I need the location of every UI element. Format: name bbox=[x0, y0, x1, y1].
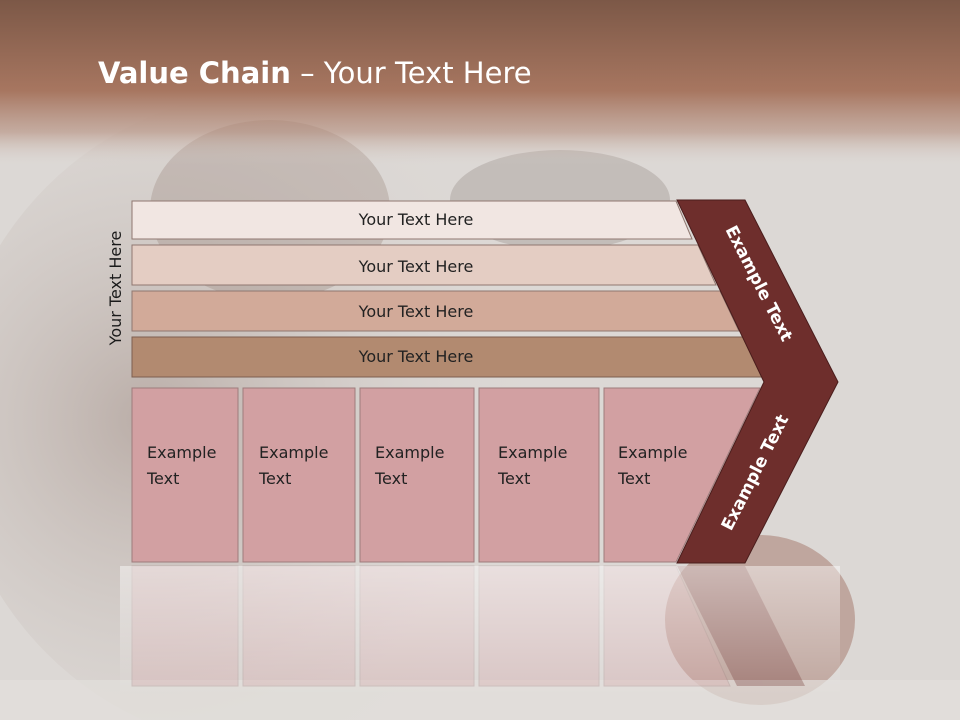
box-3-line2: Text bbox=[374, 469, 407, 488]
box-2-line1: Example bbox=[259, 443, 328, 462]
box-2-line2: Text bbox=[258, 469, 291, 488]
box-5-shape bbox=[603, 387, 761, 563]
chevron-arrow bbox=[676, 199, 839, 564]
box-3-shape bbox=[359, 387, 475, 563]
row-3-shape bbox=[131, 290, 740, 332]
row-2: Your Text Here bbox=[131, 244, 717, 286]
box-3-line1: Example bbox=[375, 443, 444, 462]
row-4-label: Your Text Here bbox=[358, 347, 474, 366]
row-1-label: Your Text Here bbox=[358, 210, 474, 229]
row-4: Your Text Here bbox=[131, 336, 763, 378]
row-2-shape bbox=[131, 244, 717, 286]
box-4: Example Text bbox=[478, 387, 600, 563]
row-3-label: Your Text Here bbox=[358, 302, 474, 321]
box-1-shape bbox=[131, 387, 239, 563]
box-1-line2: Text bbox=[146, 469, 179, 488]
box-4-line1: Example bbox=[498, 443, 567, 462]
slide-title: Value Chain – Your Text Here bbox=[98, 56, 532, 90]
box-2-shape bbox=[242, 387, 356, 563]
box-5-line1: Example bbox=[618, 443, 687, 462]
box-2: Example Text bbox=[242, 387, 356, 563]
side-label: Your Text Here bbox=[106, 231, 125, 347]
box-4-shape bbox=[478, 387, 600, 563]
box-4-line2: Text bbox=[497, 469, 530, 488]
row-1-shape bbox=[131, 200, 693, 240]
title-bold: Value Chain bbox=[98, 56, 291, 90]
row-1: Your Text Here bbox=[131, 200, 693, 240]
box-5-line2: Text bbox=[617, 469, 650, 488]
row-3: Your Text Here bbox=[131, 290, 740, 332]
box-1: Example Text bbox=[131, 387, 239, 563]
box-3: Example Text bbox=[359, 387, 475, 563]
box-1-line1: Example bbox=[147, 443, 216, 462]
row-2-label: Your Text Here bbox=[358, 257, 474, 276]
box-5: Example Text bbox=[603, 387, 761, 563]
title-rest: – Your Text Here bbox=[300, 56, 532, 90]
reflection-fade bbox=[120, 566, 840, 696]
